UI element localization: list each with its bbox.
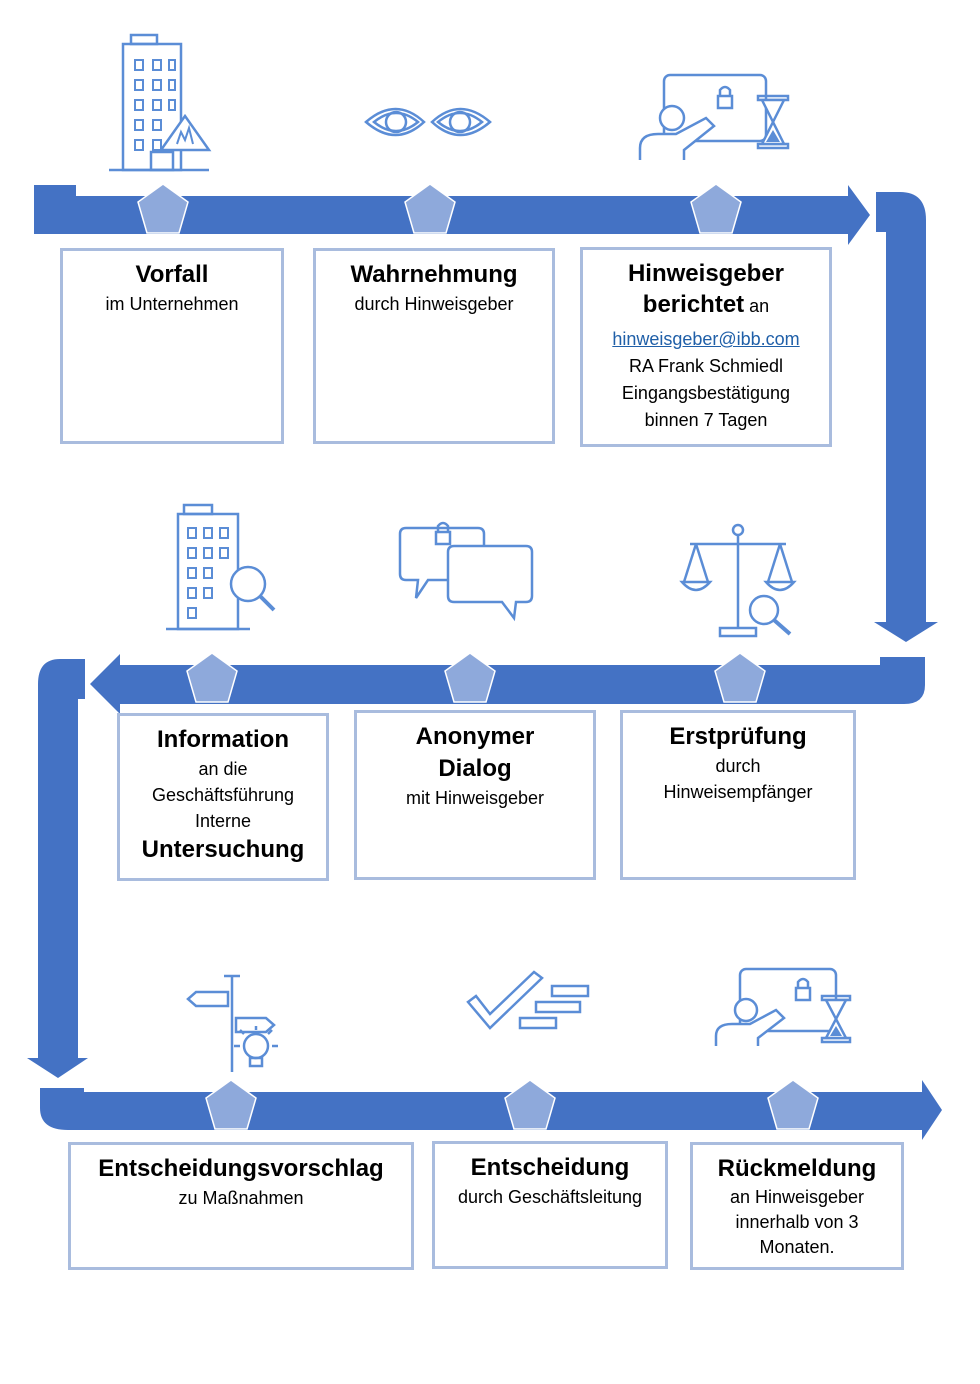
step-title-line-1: Hinweisgeber [627, 260, 785, 287]
step-marker [137, 183, 189, 234]
step-subtitle: durch Geschäftsleitung [457, 1187, 643, 1207]
step-title: Vorfall [135, 261, 209, 288]
step-marker [205, 1079, 257, 1130]
step-line: an die [198, 759, 248, 779]
step-box-rueckmeldung: Rückmeldung an Hinweisgeber innerhalb vo… [690, 1142, 904, 1270]
checkmarks-list-icon [464, 968, 592, 1032]
step-title: Wahrnehmung [350, 261, 518, 288]
step-box-wahrnehmung: Wahrnehmung durch Hinweisgeber [313, 248, 555, 444]
step-marker [444, 652, 496, 703]
step-subtitle: mit Hinweisgeber [405, 788, 545, 808]
flow-arrow-connector-right [874, 192, 938, 642]
step-line: innerhalb von 3 [735, 1212, 859, 1232]
step-line: Monaten. [759, 1237, 835, 1257]
step-line: Interne [194, 811, 252, 831]
step-box-entscheidungsvorschlag: Entscheidungsvorschlag zu Maßnahmen [68, 1142, 414, 1270]
flow-arrow-row-3 [40, 1080, 942, 1140]
presenter-lock-hourglass-icon [712, 966, 858, 1048]
step-box-anonymer-dialog: Anonymer Dialog mit Hinweisgeber [354, 710, 596, 880]
step-box-vorfall: Vorfall im Unternehmen [60, 248, 284, 444]
step-marker [186, 652, 238, 703]
step-box-hinweisgeber-berichtet: Hinweisgeber berichtet an hinweisgeber@i… [580, 247, 832, 447]
step-line: Eingangsbestätigung [621, 383, 791, 403]
presenter-lock-hourglass-icon [636, 72, 796, 164]
step-title-bottom: Untersuchung [141, 836, 305, 863]
step-line: Hinweisempfänger [663, 782, 813, 802]
step-marker [404, 183, 456, 234]
step-marker [714, 652, 766, 703]
step-marker [690, 183, 742, 234]
step-title-line-2: berichtet an [642, 291, 770, 318]
step-marker [504, 1079, 556, 1130]
step-title: Information [157, 726, 289, 753]
office-building-magnifier-icon [164, 502, 278, 632]
flow-arrow-row-2 [90, 654, 925, 714]
step-box-information: Information an die Geschäftsführung Inte… [117, 713, 329, 881]
step-title: Entscheidung [470, 1154, 630, 1181]
step-line: Geschäftsführung [151, 785, 295, 805]
step-line: durch [715, 756, 761, 776]
step-line: RA Frank Schmiedl [628, 356, 784, 376]
step-box-entscheidung: Entscheidung durch Geschäftsleitung [432, 1141, 668, 1269]
chat-bubbles-lock-icon [398, 518, 534, 622]
office-building-alarm-icon [105, 32, 215, 172]
step-title: Rückmeldung [717, 1155, 877, 1182]
flow-arrow-connector-left [27, 659, 88, 1078]
step-marker [767, 1079, 819, 1130]
step-subtitle: durch Hinweisgeber [354, 294, 514, 314]
step-title-line-2: Dialog [438, 755, 512, 782]
eyes-icon [362, 100, 494, 144]
step-title: Erstprüfung [669, 723, 807, 750]
step-subtitle: im Unternehmen [105, 294, 239, 314]
step-title-line-1: Anonymer [415, 723, 535, 750]
step-line: an Hinweisgeber [729, 1187, 865, 1207]
scales-magnifier-icon [679, 520, 800, 638]
step-line: binnen 7 Tagen [644, 410, 768, 430]
email-link[interactable]: hinweisgeber@ibb.com [612, 329, 800, 349]
step-subtitle: zu Maßnahmen [178, 1188, 304, 1208]
signpost-lightbulb-icon [182, 972, 286, 1074]
step-box-erstpruefung: Erstprüfung durch Hinweisempfänger [620, 710, 856, 880]
step-title: Entscheidungsvorschlag [98, 1155, 384, 1182]
